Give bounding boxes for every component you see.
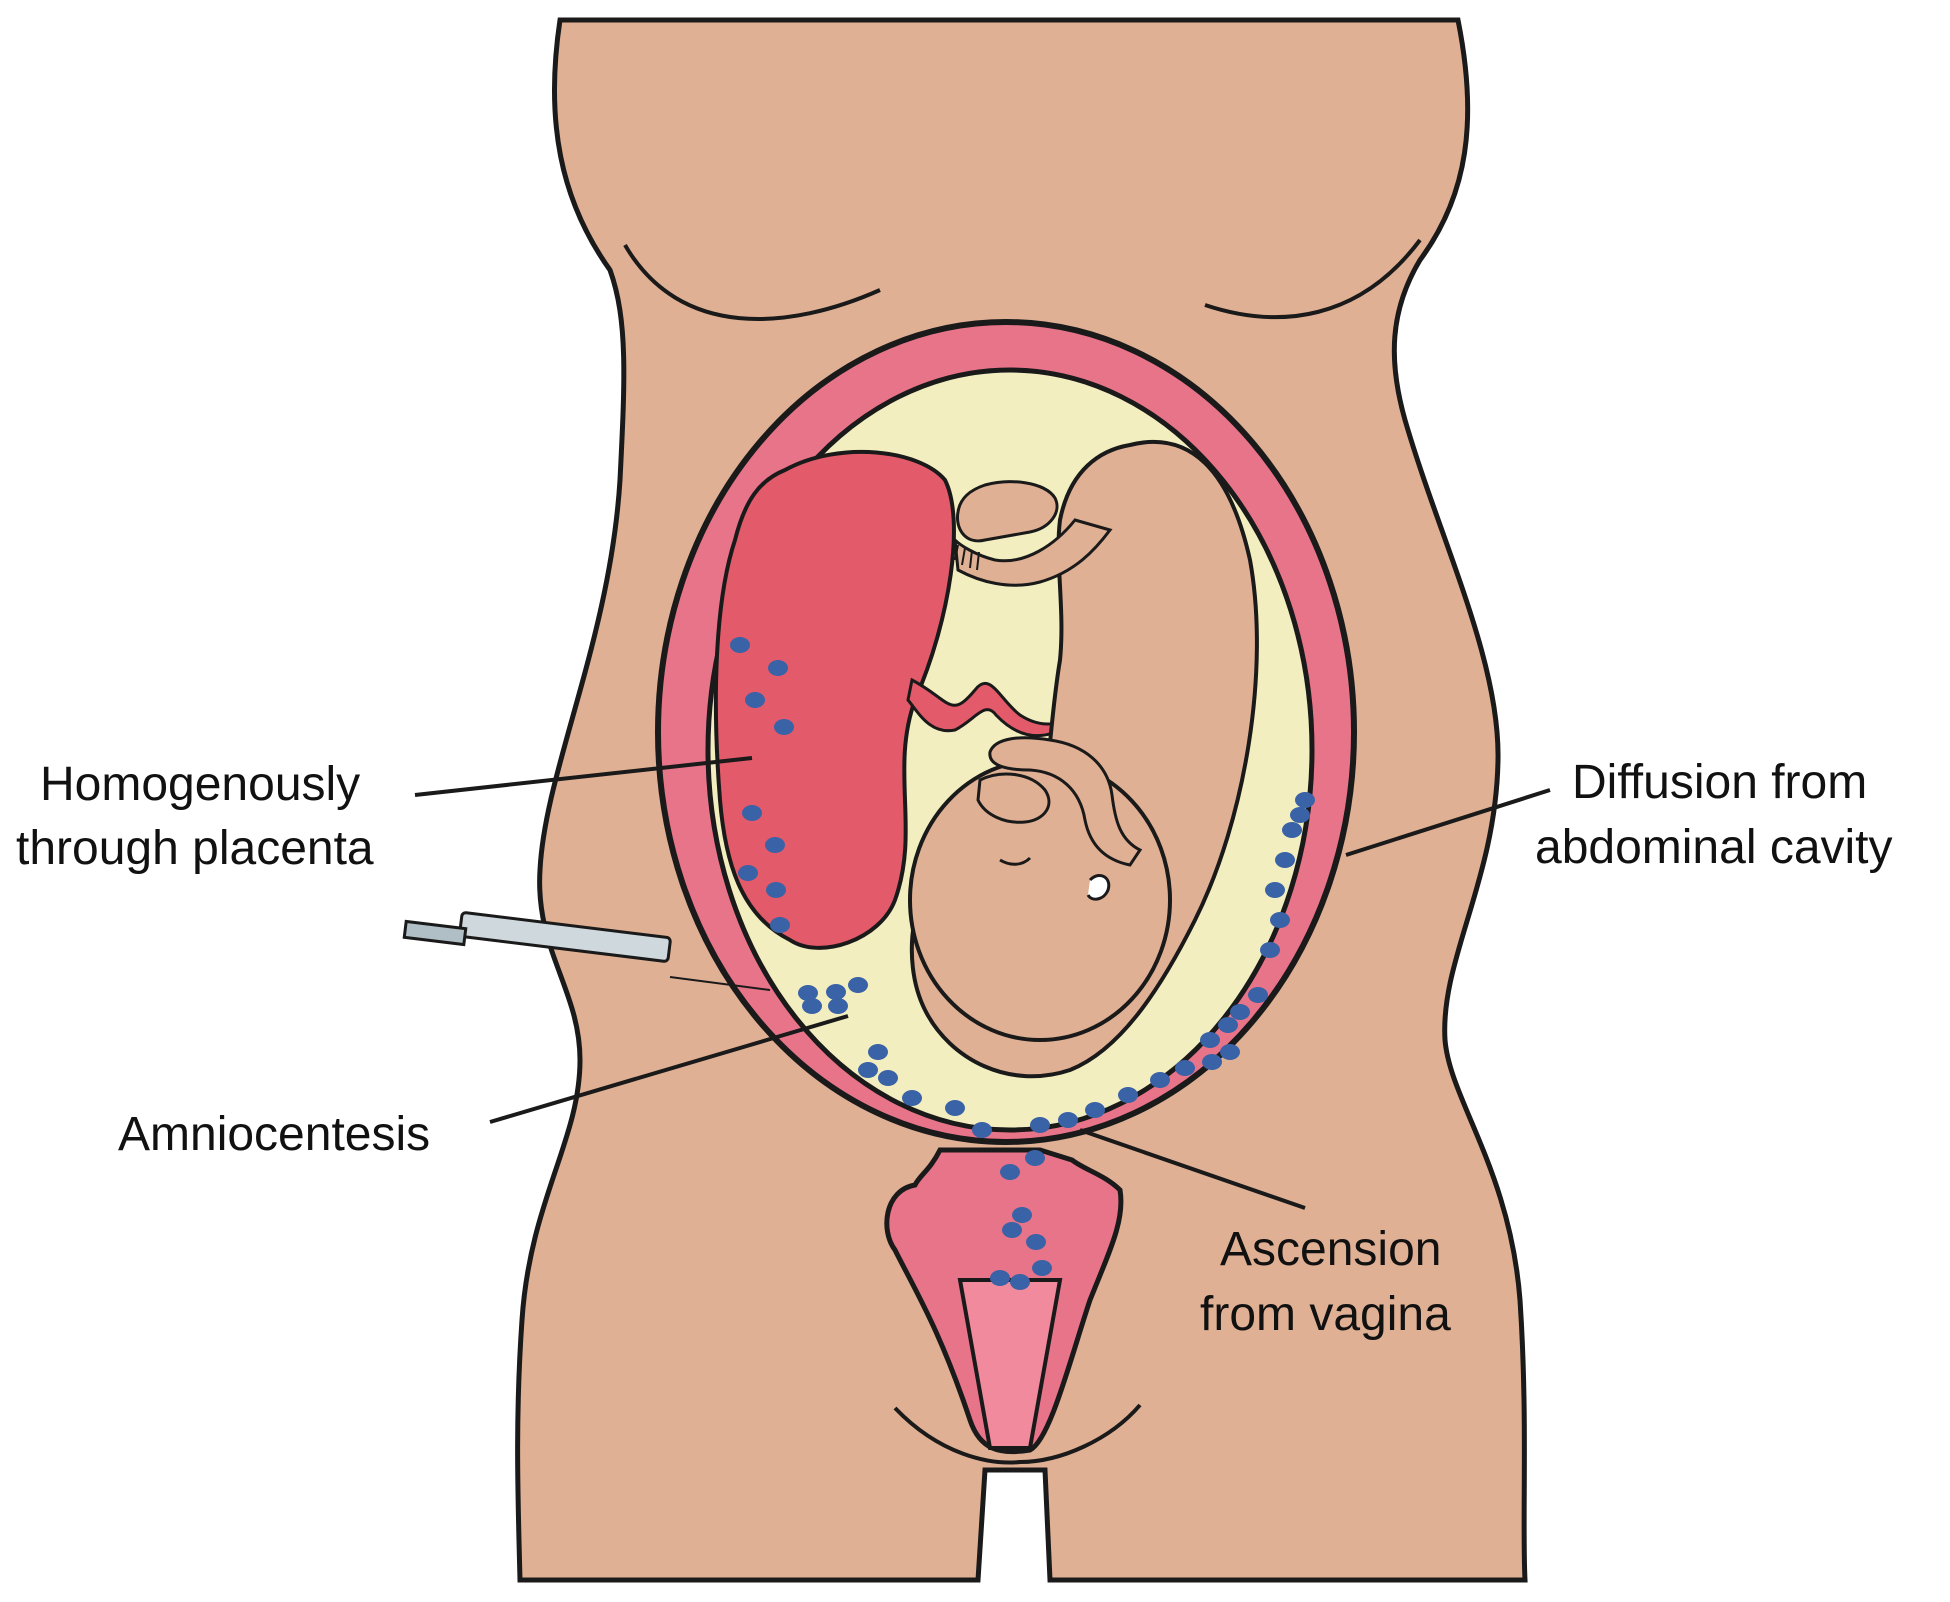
bacteria-dot-icon [1290, 807, 1310, 823]
fetus-hand [976, 772, 1051, 824]
bacteria-dot-icon [826, 984, 846, 1000]
fetus-eye [999, 856, 1032, 866]
bacteria-dot-icon [1025, 1150, 1045, 1166]
bacteria-dot-icon [1282, 822, 1302, 838]
fetus-toes [954, 544, 980, 571]
bacteria-dot-icon [1175, 1060, 1195, 1076]
label-placenta-line1: Homogenously [40, 758, 360, 811]
bacteria-dot-icon [1220, 1044, 1240, 1060]
bacteria-dot-icon [1085, 1102, 1105, 1118]
bacteria-dot-icon [858, 1062, 878, 1078]
syringe-plunger [402, 919, 468, 947]
fetus-leg [953, 518, 1113, 587]
bacteria-dot-icon [1118, 1087, 1138, 1103]
bacteria-dot-icon [765, 837, 785, 853]
bacteria-dot-icon [730, 637, 750, 653]
bacteria-dot-icon [990, 1270, 1010, 1286]
bacteria-dot-icon [745, 692, 765, 708]
bacteria-dot-icon [945, 1100, 965, 1116]
leader-vagina [1079, 1128, 1306, 1210]
bacteria-dot-icon [1248, 987, 1268, 1003]
bacteria-dot-icon [1000, 1164, 1020, 1180]
bacteria-dot-icon [802, 998, 822, 1014]
bacteria-dot-icon [1030, 1117, 1050, 1133]
bacteria-dot-icon [738, 865, 758, 881]
placenta [713, 449, 956, 950]
leader-placenta [414, 756, 753, 797]
bacteria-dot-icon [1202, 1054, 1222, 1070]
bacteria-dot-icon [878, 1070, 898, 1086]
bacteria-dot-icon [1260, 942, 1280, 958]
label-amniocentesis: Amniocentesis [118, 1108, 430, 1161]
bacteria-dot-icon [766, 882, 786, 898]
bacteria-dot-icon [902, 1090, 922, 1106]
fetus-arm [988, 736, 1143, 867]
leader-amniocentesis [489, 1014, 849, 1124]
bacteria-dot-icon [1058, 1112, 1078, 1128]
syringe-icon [402, 911, 771, 991]
bacteria-dot-icon [1150, 1072, 1170, 1088]
bacteria-dot-icon [1002, 1222, 1022, 1238]
fetus-foot [955, 480, 1059, 543]
left-breast-curve [623, 243, 881, 321]
bacteria-dot-icon [770, 917, 790, 933]
fetus-ear [1086, 874, 1111, 901]
bacteria-dot-icon [1270, 912, 1290, 928]
bacteria-dot-icon [1230, 1004, 1250, 1020]
bacteria-cluster [730, 637, 1315, 1290]
label-placenta-line2: through placenta [16, 822, 374, 875]
bacteria-dot-icon [828, 998, 848, 1014]
bacteria-dot-icon [1275, 852, 1295, 868]
label-abdominal-line2: abdominal cavity [1535, 821, 1893, 874]
syringe-needle [669, 976, 771, 991]
bacteria-dot-icon [1200, 1032, 1220, 1048]
syringe-barrel [458, 911, 672, 963]
bacteria-dot-icon [1295, 792, 1315, 808]
label-abdominal-line1: Diffusion from [1572, 756, 1867, 809]
label-vagina-line1: Ascension [1220, 1223, 1441, 1276]
bacteria-dot-icon [848, 977, 868, 993]
bacteria-dot-icon [798, 985, 818, 1001]
bacteria-dot-icon [868, 1044, 888, 1060]
right-breast-curve [1204, 238, 1422, 320]
bacteria-dot-icon [972, 1122, 992, 1138]
leader-abdominal [1345, 788, 1551, 857]
label-vagina-line2: from vagina [1200, 1288, 1451, 1341]
bacteria-dot-icon [768, 660, 788, 676]
pubic-curve [893, 1403, 1142, 1465]
bacteria-dot-icon [774, 719, 794, 735]
bacteria-dot-icon [1265, 882, 1285, 898]
bacteria-dot-icon [1012, 1207, 1032, 1223]
bacteria-dot-icon [742, 805, 762, 821]
bacteria-dot-icon [1010, 1274, 1030, 1290]
bacteria-dot-icon [1026, 1234, 1046, 1250]
bacteria-dot-icon [1032, 1260, 1052, 1276]
bacteria-dot-icon [1218, 1017, 1238, 1033]
